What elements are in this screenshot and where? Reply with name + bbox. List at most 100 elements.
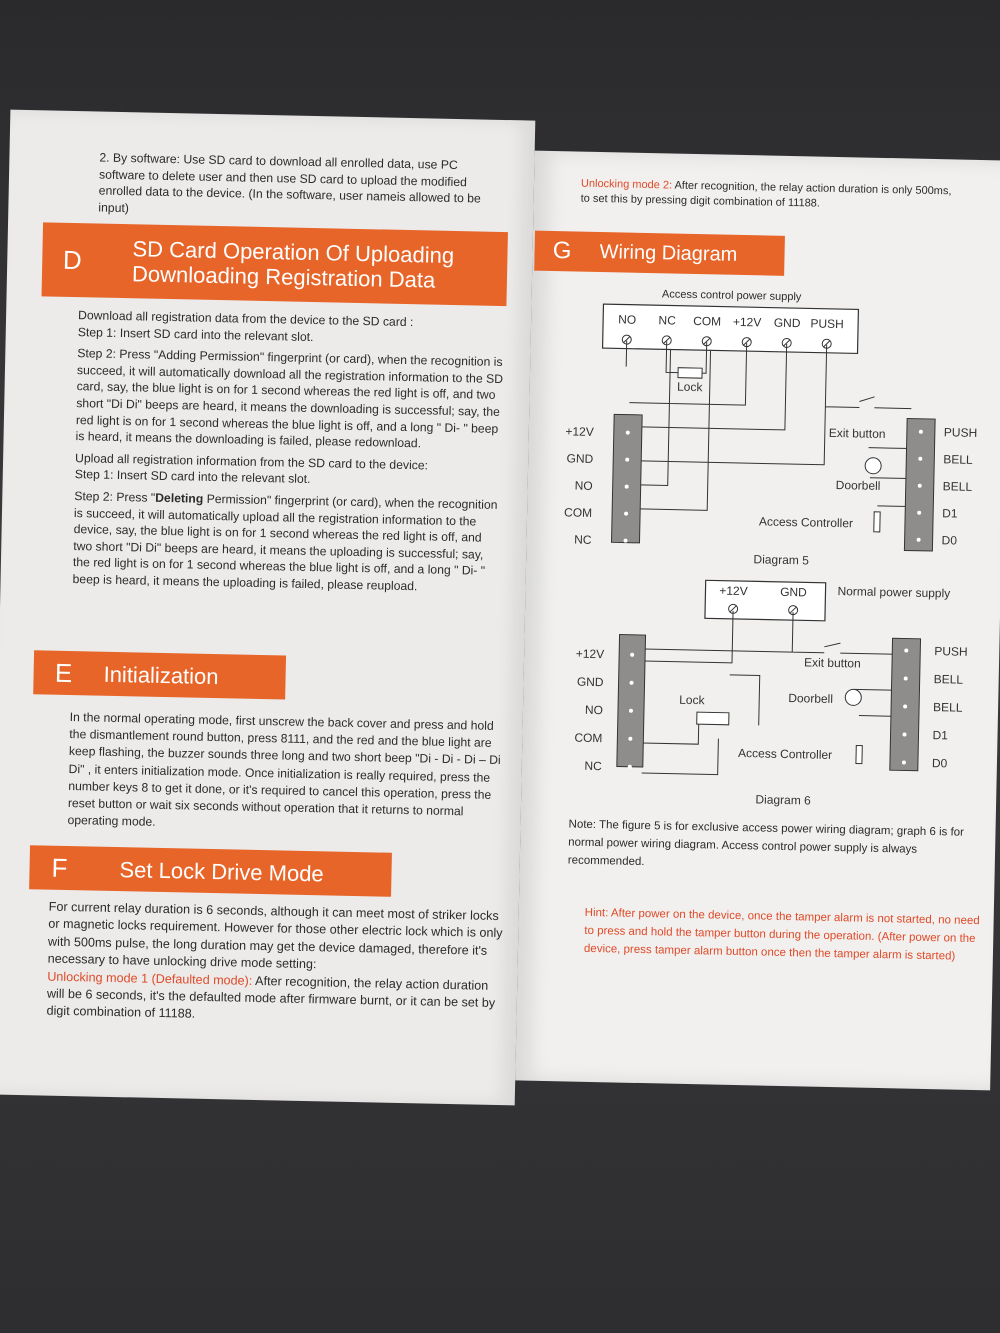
d5-controller: Access Controller (759, 514, 853, 530)
section-g-header: G Wiring Diagram (534, 230, 785, 276)
terminal-screw-icon (621, 334, 632, 345)
terminal-dot (629, 680, 634, 685)
d5-left-terminal-label: COM (564, 505, 592, 520)
d6-supply-title: Normal power supply (837, 584, 950, 600)
terminal-dot (903, 704, 908, 709)
d-p6-bold: Deleting (155, 490, 204, 506)
terminal-dot (625, 430, 630, 435)
d5-wires (625, 340, 912, 511)
d6-wires (641, 610, 897, 776)
section-e-letter: E (54, 657, 73, 688)
d-p6-prefix: Step 2: Press " (74, 488, 156, 505)
bell-icon (844, 688, 862, 706)
terminal-dot (903, 676, 908, 681)
d6-left-terminal-label: NC (584, 759, 602, 773)
section-g-letter: G (552, 237, 572, 265)
d5-right-terminal-label: BELL (943, 452, 973, 467)
d6-right-terminal-label: BELL (934, 672, 964, 687)
d-p3: Step 2: Press "Adding Permission" finger… (75, 346, 504, 451)
d5-supply-terminal-label: COM (693, 314, 721, 329)
d6-left-terminals: +12V GND NO COM NC (574, 647, 635, 773)
intro-text: 2. By software: Use SD card to download … (98, 150, 481, 215)
terminal-dot (901, 760, 906, 765)
d5-lock (677, 367, 703, 379)
d6-left-terminal-label: GND (577, 675, 604, 690)
terminal-dot (624, 511, 629, 516)
terminal-screw-icon (788, 605, 799, 616)
terminal-dot (918, 429, 923, 434)
section-g-title: Wiring Diagram (599, 240, 738, 266)
d5-right-terminal-label: D0 (941, 533, 957, 547)
section-f-title: Set Lock Drive Mode (119, 856, 324, 886)
section-d-letter: D (62, 244, 83, 275)
d5-supply-terminal-label: PUSH (810, 316, 844, 331)
d6-left-terminal-label: COM (574, 731, 602, 746)
d6-supply-terminal-label: GND (780, 585, 807, 600)
wiring-diagram-6: +12V GND Normal power supply +12V GND NO COM… (574, 579, 968, 808)
d6-controller-connector (855, 744, 863, 765)
terminal-dot (623, 538, 628, 543)
terminal-dot (917, 483, 922, 488)
terminal-dot (916, 537, 921, 542)
bell-icon (864, 457, 882, 475)
d6-controller: Access Controller (738, 746, 832, 762)
manual-spread: 2. By software: Use SD card to download … (0, 109, 1000, 1116)
d6-supply-terminal-label: +12V (719, 584, 748, 599)
mode2-text: Unlocking mode 2: After recognition, the… (581, 177, 962, 215)
tamper-hint: Hint: After power on the device, once th… (583, 906, 980, 963)
section-d-title-2: Downloading Registration Data (131, 261, 436, 293)
f-mode1: Unlocking mode 1 (Defaulted mode): After… (46, 968, 509, 1030)
d6-lock (696, 711, 730, 726)
d-p6-rest: Permission" fingerprint (or card), when … (72, 491, 498, 594)
d5-right-terminal-label: D1 (942, 506, 958, 520)
section-d-header: D SD Card Operation Of Uploading Downloa… (41, 222, 508, 307)
terminal-dot (624, 484, 629, 489)
f-body: For current relay duration is 6 seconds,… (47, 899, 503, 972)
d6-right-terminal-label: BELL (933, 700, 963, 715)
wiring-diagram-5: Access control power supply NO NC COM +12V G… (564, 288, 977, 567)
d5-supply-terminal-label: +12V (733, 315, 762, 330)
d6-lock-label: Lock (679, 693, 706, 708)
terminal-dot (628, 708, 633, 713)
wiring-note: Note: The figure 5 is for exclusive acce… (567, 818, 965, 869)
terminal-dot (627, 764, 632, 769)
d5-left-terminal-label: +12V (565, 424, 594, 439)
left-page: 2. By software: Use SD card to download … (0, 109, 536, 1106)
d5-supply-title: Access control power supply (662, 288, 802, 303)
section-e-body: In the normal operating mode, first unsc… (67, 710, 501, 830)
section-f-body: For current relay duration is 6 seconds,… (46, 899, 510, 1030)
d5-doorbell: Doorbell (836, 478, 881, 493)
d-p6: Step 2: Press "Deleting Permission" fing… (72, 488, 504, 597)
d5-caption: Diagram 5 (753, 552, 809, 567)
d6-right-terminal-label: PUSH (934, 644, 968, 659)
d6-left-terminal-label: NO (585, 703, 603, 717)
d5-supply-terminal-label: NC (658, 313, 676, 327)
section-d-body: Download all registration data from the … (72, 307, 508, 596)
section-f-header: F Set Lock Drive Mode (29, 845, 392, 897)
d5-exit-button: Exit button (829, 426, 886, 441)
section-e-header: E Initialization (33, 650, 287, 700)
d5-supply-terminal-label: NO (618, 312, 636, 326)
terminal-dot (628, 736, 633, 741)
terminal-dot (630, 652, 635, 657)
d5-left-terminal-label: GND (566, 451, 593, 466)
d6-supply-terminals: +12V GND (719, 584, 807, 616)
d6-right-terminal-label: D0 (932, 756, 948, 770)
d6-caption: Diagram 6 (755, 792, 811, 807)
d6-left-terminal-label: +12V (576, 647, 605, 662)
d5-controller-connector (873, 511, 881, 533)
right-page: Unlocking mode 2: After recognition, the… (515, 150, 1000, 1091)
terminal-dot (904, 648, 909, 653)
d5-lock-label: Lock (677, 380, 704, 395)
d6-exit-button: Exit button (804, 655, 861, 670)
d6-doorbell: Doorbell (788, 691, 833, 706)
d5-right-terminal-label: PUSH (944, 425, 978, 440)
section-e-title: Initialization (103, 661, 219, 689)
terminal-dot (917, 510, 922, 515)
d5-supply-terminal-label: GND (774, 316, 801, 331)
d5-right-terminal-label: BELL (943, 479, 973, 494)
terminal-dot (918, 456, 923, 461)
